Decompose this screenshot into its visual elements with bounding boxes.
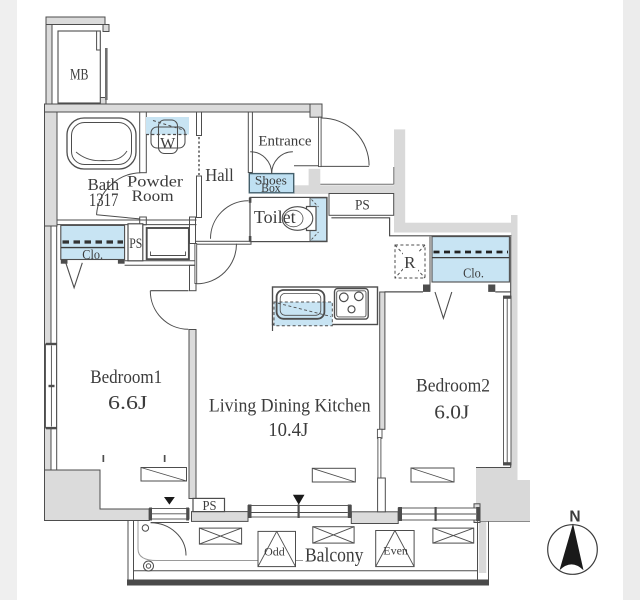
- svg-text:6.6J: 6.6J: [108, 392, 148, 414]
- svg-text:N: N: [569, 509, 580, 526]
- svg-text:10.4J: 10.4J: [268, 419, 308, 441]
- svg-text:Bedroom2: Bedroom2: [416, 376, 490, 397]
- svg-text:Clo.: Clo.: [82, 247, 103, 262]
- svg-text:Bath: Bath: [88, 175, 120, 194]
- svg-text:Even: Even: [383, 544, 408, 558]
- svg-text:Toilet: Toilet: [254, 207, 296, 227]
- svg-text:Balcony: Balcony: [305, 546, 364, 567]
- svg-text:Clo.: Clo.: [463, 266, 484, 281]
- svg-text:1317: 1317: [89, 190, 119, 211]
- svg-text:W: W: [160, 135, 176, 152]
- svg-text:PS: PS: [129, 236, 142, 252]
- svg-text:Living Dining Kitchen: Living Dining Kitchen: [209, 395, 371, 416]
- svg-text:Bedroom1: Bedroom1: [90, 367, 162, 388]
- svg-text:Powder: Powder: [127, 174, 184, 191]
- svg-text:Shoes: Shoes: [255, 172, 287, 187]
- svg-text:Room: Room: [132, 188, 175, 205]
- svg-text:Box: Box: [261, 180, 281, 195]
- svg-text:MB: MB: [70, 67, 89, 84]
- svg-text:Odd: Odd: [264, 545, 285, 559]
- svg-text:Hall: Hall: [205, 165, 234, 185]
- svg-text:PS: PS: [355, 197, 370, 213]
- svg-text:6.0J: 6.0J: [434, 402, 469, 424]
- svg-text:Entrance: Entrance: [258, 133, 312, 149]
- svg-text:R: R: [404, 253, 416, 272]
- svg-text:PS: PS: [203, 499, 217, 514]
